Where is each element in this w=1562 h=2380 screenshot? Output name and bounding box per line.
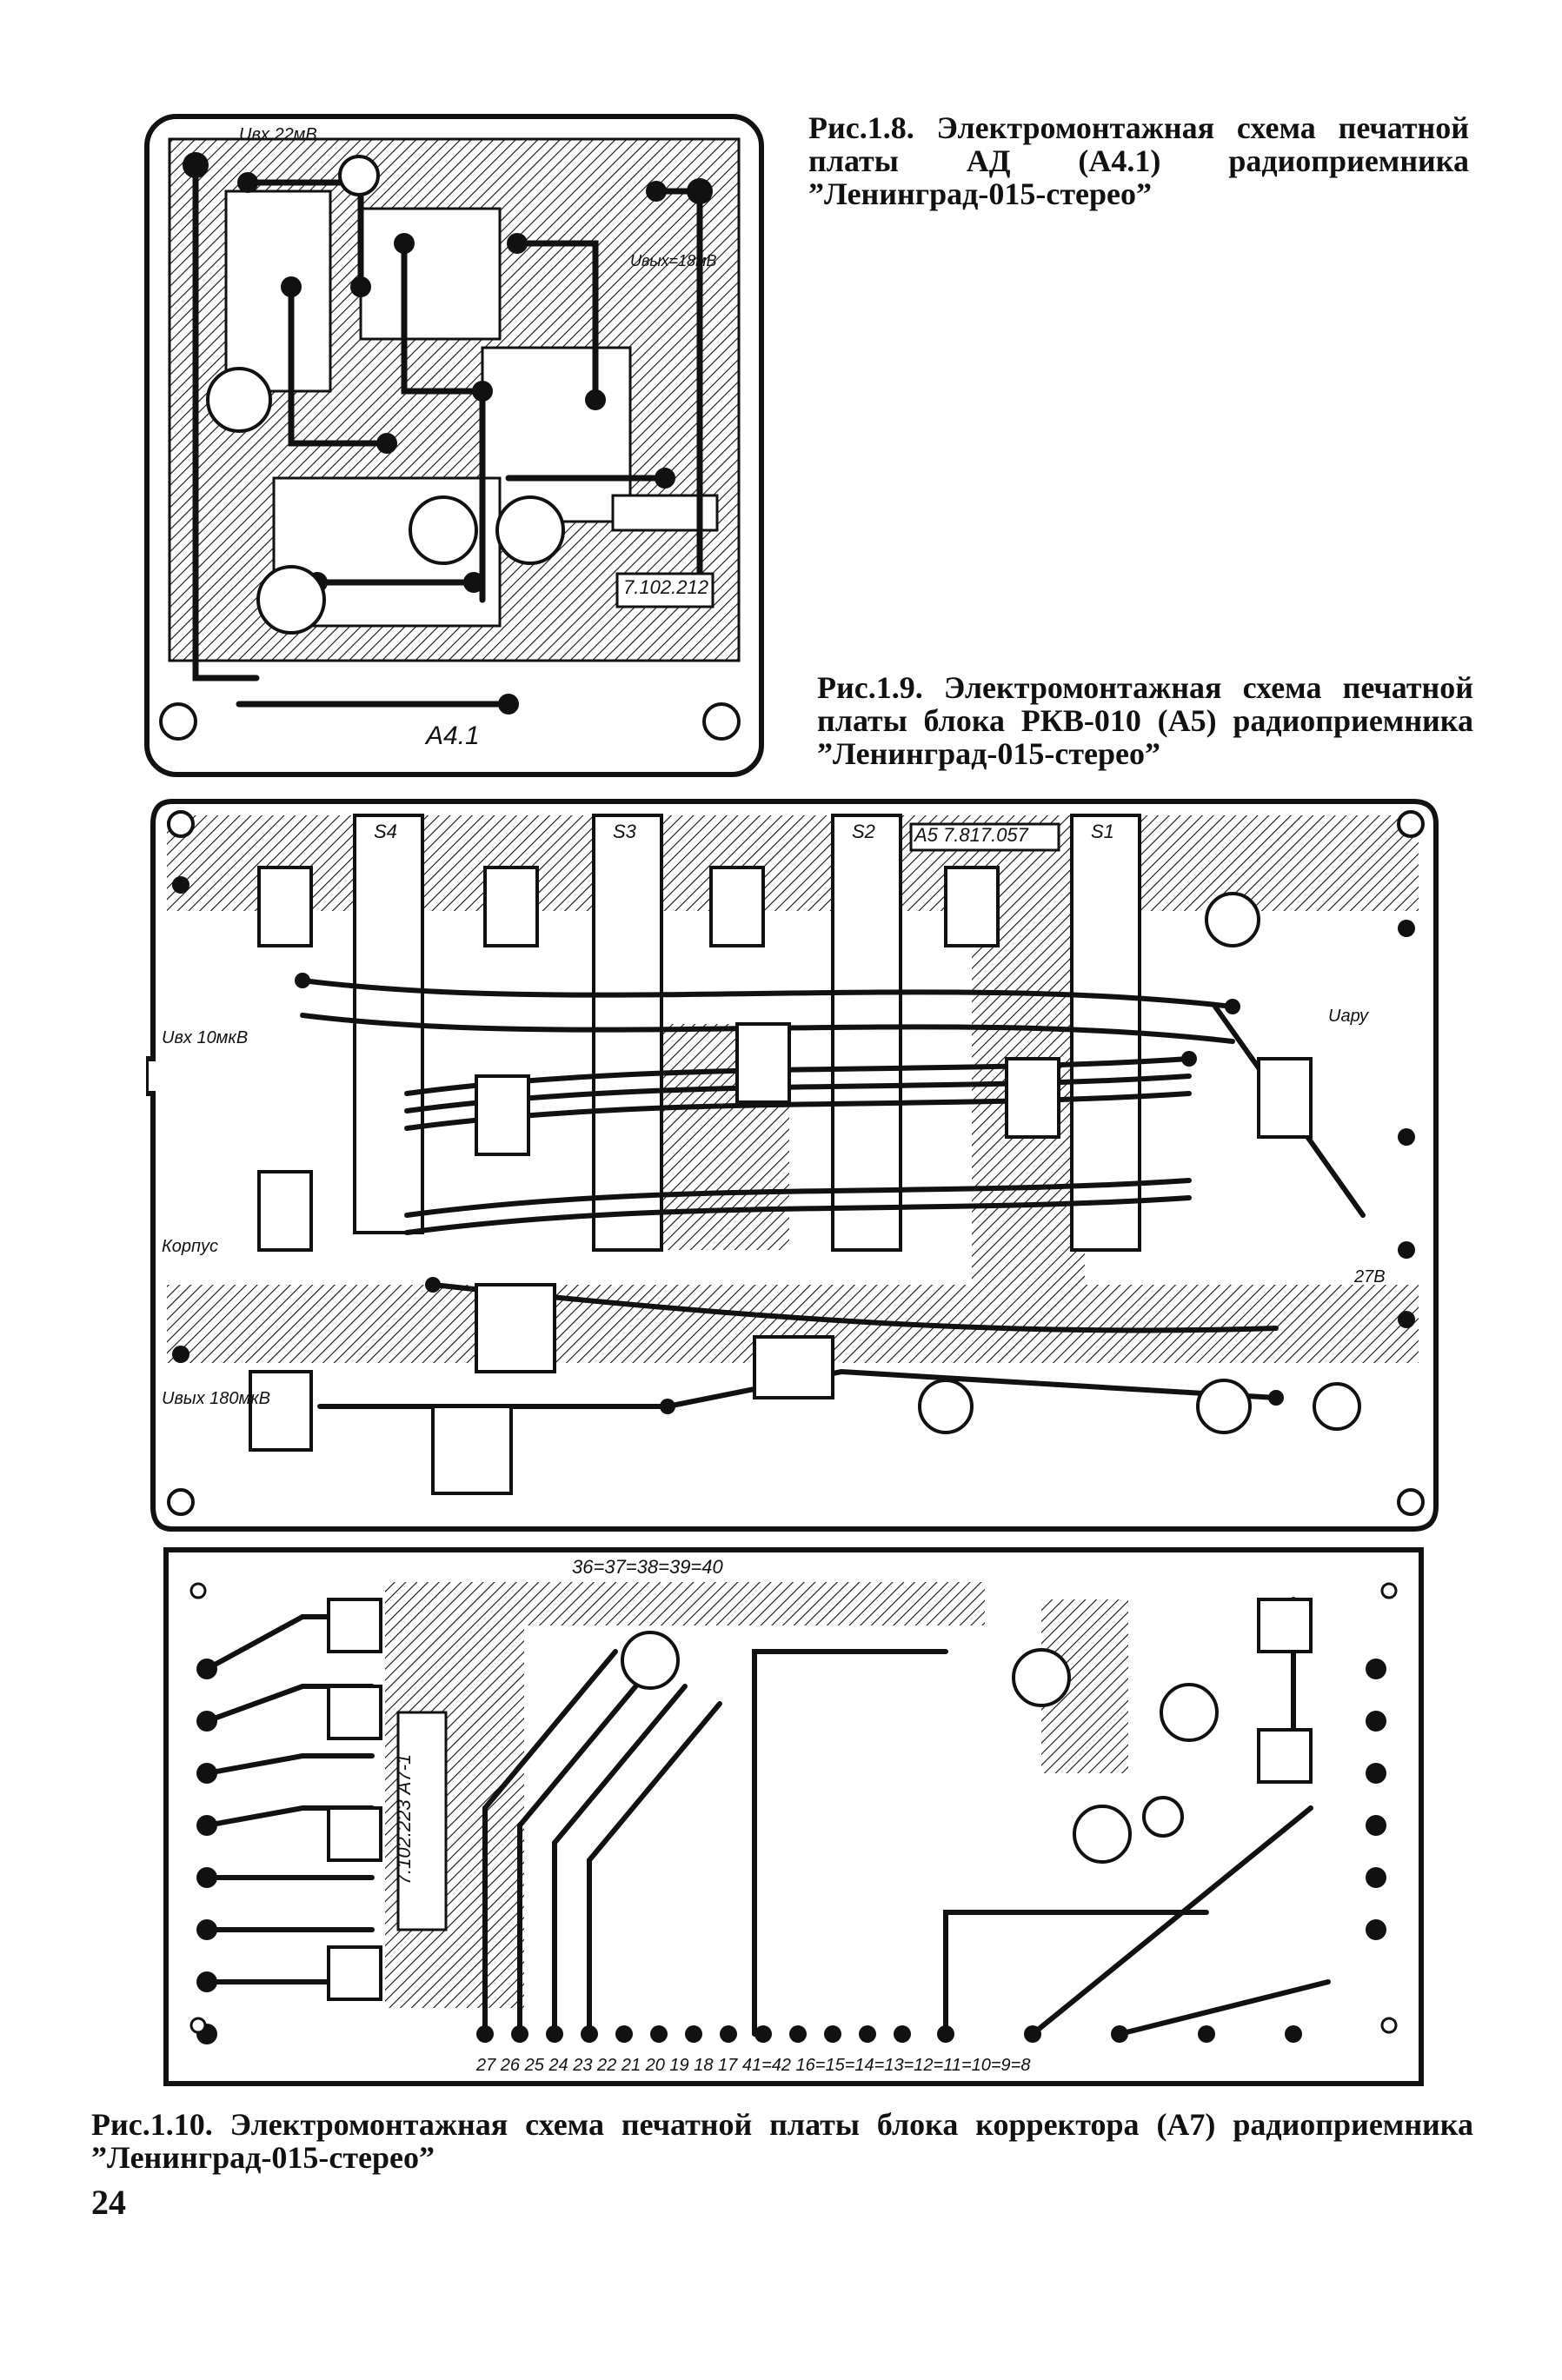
board-a5-agc-label: Uару <box>1328 1007 1369 1026</box>
board-a5-output-label: Uвых 180мкВ <box>162 1389 271 1408</box>
board-a41-pcb-drawing: 7.102.212 А4.1 Uвх 22мВ Uвых=18мВ <box>143 113 765 778</box>
board-a7-bottom-pins: 27 26 25 24 23 22 21 20 19 18 17 41=42 1… <box>476 2056 1031 2075</box>
board-a7-id-label: 7.102.223 А7-1 <box>393 1753 415 1885</box>
board-a5-id-label: А5 7.817.057 <box>914 824 1028 846</box>
board-a5-case-label: Корпус <box>162 1237 219 1256</box>
board-a5-pcb-drawing: А5 7.817.057 S4 S3 S2 S1 Uвх 10мкВ Корпу… <box>146 798 1439 1532</box>
board-a41-input-label: Uвх 22мВ <box>239 125 317 144</box>
board-a41-output-label: Uвых=18мВ <box>630 252 717 269</box>
board-a5-switch-s2: S2 <box>852 821 875 843</box>
board-a5-27v-label: 27В <box>1354 1267 1386 1286</box>
figure-caption-1-9: Рис.1.9. Электромонтажная схема печатной… <box>817 670 1473 771</box>
page-number: 24 <box>91 2183 126 2222</box>
board-a5-input-label: Uвх 10мкВ <box>162 1028 249 1047</box>
board-a41-id-label: 7.102.212 <box>623 576 708 598</box>
board-a5-switch-s4: S4 <box>374 821 397 843</box>
board-a41-module-label: А4.1 <box>426 721 480 750</box>
board-a7-pcb-drawing: 7.102.223 А7-1 36=37=38=39=40 27 26 25 2… <box>163 1547 1424 2086</box>
board-a5-switch-s3: S3 <box>613 821 636 843</box>
board-a5-switch-s1: S1 <box>1091 821 1114 843</box>
figure-caption-1-10: Рис.1.10. Электромонтажная схема печатно… <box>91 2107 1473 2175</box>
figure-caption-1-8: Рис.1.8. Электромонтажная схема печатной… <box>808 110 1469 211</box>
board-a7-top-pins: 36=37=38=39=40 <box>572 1556 723 1578</box>
